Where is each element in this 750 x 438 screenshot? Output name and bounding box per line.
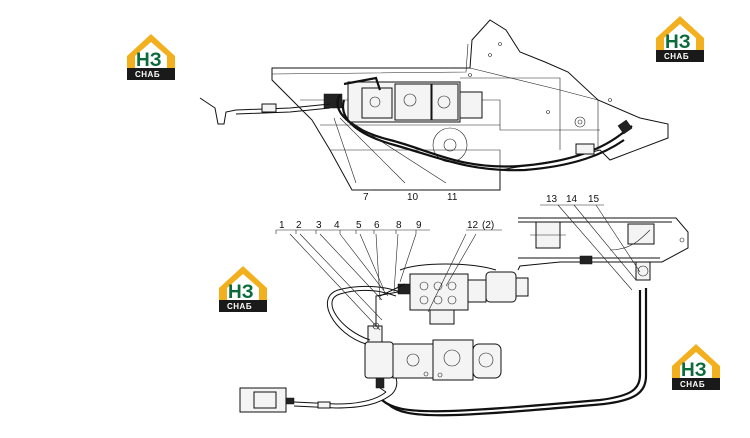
svg-text:СНАБ: СНАБ: [135, 70, 160, 79]
control-valve: [397, 271, 529, 325]
callout-6: 6: [374, 220, 380, 231]
pedal-box: [239, 387, 295, 413]
top-hoses: [336, 76, 633, 172]
callout-9: 9: [416, 220, 422, 231]
svg-text:НЗ: НЗ: [665, 32, 691, 53]
svg-text:СНАБ: СНАБ: [227, 302, 252, 311]
callout-11: 11: [447, 192, 458, 203]
watermark-logo-3: НЗ СНАБ: [219, 266, 267, 312]
top-valve-block: [323, 81, 483, 123]
pump-assembly: [364, 325, 502, 389]
callout-4: 4: [334, 220, 340, 231]
top-pedal-linkage: [199, 97, 331, 125]
bottom-callout-leaders: [275, 204, 641, 331]
bottom-frame-rail: [517, 217, 689, 271]
callout-7: 7: [363, 192, 369, 203]
watermark-logo-4: НЗ СНАБ: [672, 344, 720, 390]
callout-3: 3: [316, 220, 322, 231]
svg-text:СНАБ: СНАБ: [680, 380, 705, 389]
callout-5: 5: [356, 220, 362, 231]
svg-text:СНАБ: СНАБ: [664, 52, 689, 61]
bottom-hoses: [293, 261, 651, 417]
svg-text:НЗ: НЗ: [228, 282, 254, 303]
callout-10: 10: [407, 192, 419, 203]
watermark-logo-1: НЗ СНАБ: [127, 34, 175, 80]
callout-13: 13: [546, 194, 558, 205]
callout-2: 2: [296, 220, 302, 231]
callout-1: 1: [279, 220, 285, 231]
top-callout-leaders: [333, 117, 460, 191]
svg-text:НЗ: НЗ: [681, 360, 707, 381]
callout-12: 12: [467, 220, 479, 231]
callout-14: 14: [566, 194, 578, 205]
watermark-logo-2: НЗ СНАБ: [656, 16, 704, 62]
svg-text:НЗ: НЗ: [136, 50, 162, 71]
callout-15: 15: [588, 194, 600, 205]
callout-8: 8: [396, 220, 402, 231]
callout-2-ref: (2): [482, 220, 494, 231]
